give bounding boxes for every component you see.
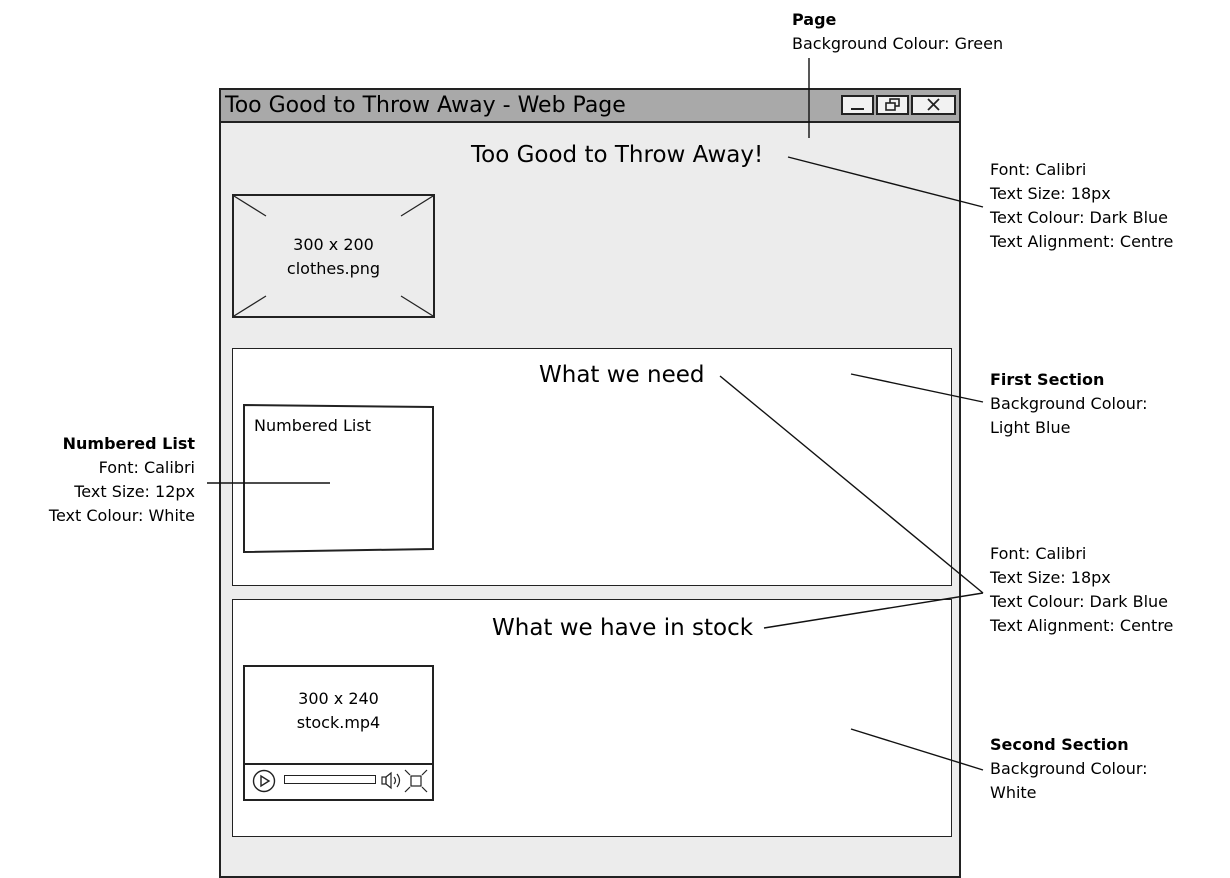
annotation-page-line: Background Colour: Green bbox=[792, 34, 1004, 53]
minimize-icon bbox=[851, 108, 864, 110]
annotation-line: White bbox=[990, 783, 1037, 802]
heading-leader-line-2 bbox=[763, 592, 984, 629]
window-title: Too Good to Throw Away - Web Page bbox=[225, 93, 626, 118]
annotation-page-title: Page bbox=[792, 10, 837, 29]
second-section-leader-line bbox=[850, 728, 984, 771]
first-section-heading: What we need bbox=[539, 362, 705, 388]
annotation-line: Font: Calibri bbox=[990, 160, 1087, 179]
annotation-line: Text Size: 12px bbox=[74, 482, 195, 501]
annotation-line: Light Blue bbox=[990, 418, 1071, 437]
title-bar: Too Good to Throw Away - Web Page bbox=[221, 90, 959, 123]
annotation-line: Background Colour: bbox=[990, 759, 1148, 778]
annotation-second-section: Second Section Background Colour: White bbox=[990, 733, 1148, 805]
annotation-line: Text Colour: Dark Blue bbox=[990, 592, 1169, 611]
volume-icon[interactable] bbox=[381, 771, 403, 791]
annotation-first-section: First Section Background Colour: Light B… bbox=[990, 368, 1148, 440]
close-button[interactable] bbox=[911, 95, 956, 115]
annotation-line: Text Size: 18px bbox=[990, 184, 1111, 203]
annotation-line: Text Size: 18px bbox=[990, 568, 1111, 587]
minimize-button[interactable] bbox=[841, 95, 874, 115]
annotation-headings: Font: Calibri Text Size: 18px Text Colou… bbox=[990, 542, 1173, 638]
image-size: 300 x 200 bbox=[293, 235, 374, 254]
annotation-title-text: Font: Calibri Text Size: 18px Text Colou… bbox=[990, 158, 1173, 254]
image-placeholder: 300 x 200 clothes.png bbox=[232, 194, 435, 318]
annotation-first-section-title: First Section bbox=[990, 370, 1105, 389]
second-section-heading: What we have in stock bbox=[492, 615, 754, 641]
browser-window: Too Good to Throw Away - Web Page Too Go… bbox=[219, 88, 961, 878]
numbered-list-box bbox=[243, 404, 434, 554]
annotation-numbered-list: Numbered List Font: Calibri Text Size: 1… bbox=[0, 432, 195, 528]
play-icon[interactable] bbox=[252, 769, 276, 793]
annotation-line: Text Colour: Dark Blue bbox=[990, 208, 1169, 227]
restore-icon bbox=[885, 98, 900, 111]
image-placeholder-icon bbox=[234, 196, 433, 316]
annotation-line: Text Alignment: Centre bbox=[990, 232, 1174, 251]
numbered-list-label: Numbered List bbox=[254, 416, 371, 435]
fullscreen-icon[interactable] bbox=[404, 769, 428, 793]
first-section-leader-line bbox=[850, 373, 984, 403]
title-leader-line bbox=[787, 156, 984, 208]
restore-button[interactable] bbox=[876, 95, 909, 115]
video-controls bbox=[245, 763, 432, 799]
image-filename: clothes.png bbox=[286, 259, 381, 278]
video-placeholder: 300 x 240 stock.mp4 bbox=[243, 665, 434, 801]
video-size: 300 x 240 bbox=[298, 689, 379, 708]
annotation-line: Text Alignment: Centre bbox=[990, 616, 1174, 635]
annotation-line: Font: Calibri bbox=[98, 458, 195, 477]
heading-leader-line-1 bbox=[719, 375, 984, 594]
progress-bar[interactable] bbox=[284, 775, 376, 784]
page-heading: Too Good to Throw Away! bbox=[471, 142, 764, 168]
annotation-numbered-list-title: Numbered List bbox=[62, 434, 195, 453]
annotation-line: Font: Calibri bbox=[990, 544, 1087, 563]
annotation-line: Text Colour: White bbox=[48, 506, 195, 525]
video-filename: stock.mp4 bbox=[296, 713, 381, 732]
annotation-page: Page Background Colour: Green bbox=[792, 8, 1003, 56]
annotation-line: Background Colour: bbox=[990, 394, 1148, 413]
annotation-second-section-title: Second Section bbox=[990, 735, 1129, 754]
close-icon bbox=[927, 98, 940, 111]
